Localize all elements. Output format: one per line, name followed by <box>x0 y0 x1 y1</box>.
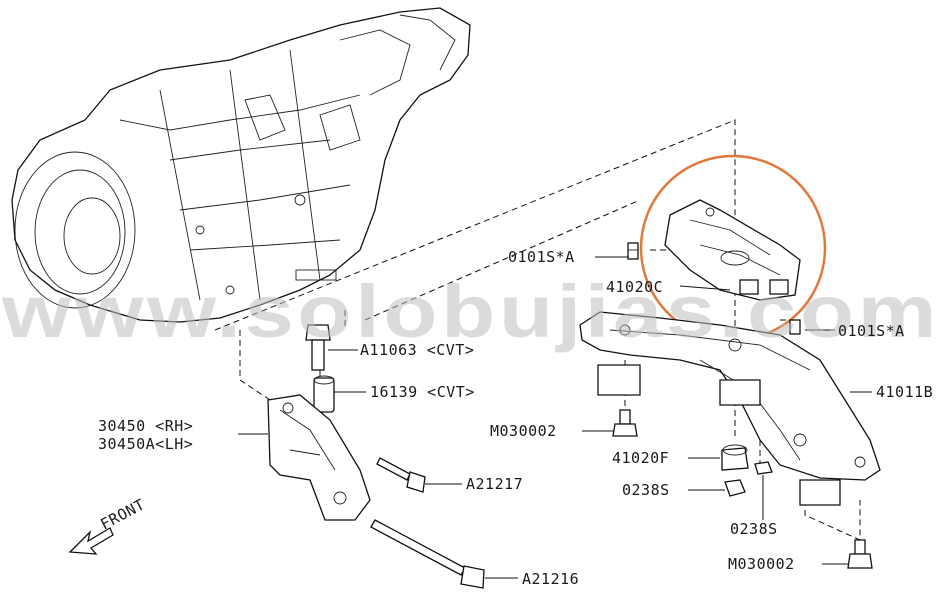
label-bracket-lh: 30450A<LH> <box>98 435 193 453</box>
label-spacer-cvt: 16139 <CVT> <box>370 383 475 401</box>
mount-bolt-left <box>627 242 639 260</box>
bolt-a21216 <box>370 519 485 589</box>
stopper-41020f <box>721 444 749 471</box>
label-bolt-m030002-left: M030002 <box>490 422 557 440</box>
transmission <box>11 7 471 323</box>
front-arrow-icon <box>68 527 114 555</box>
bolt-a11063 <box>305 324 331 371</box>
bracket-30450 <box>267 394 371 521</box>
nut-0238s-right <box>754 461 773 475</box>
mount-bolt-right <box>789 319 801 335</box>
label-stopper: 41020F <box>612 449 669 467</box>
spacer-16139 <box>313 375 335 413</box>
label-front: FRONT <box>97 495 148 533</box>
label-bracket-rh: 30450 <RH> <box>98 417 193 435</box>
bolt-m030002-left <box>612 409 638 437</box>
label-mount-bolt-a: 0101S*A <box>508 248 575 266</box>
bolt-m030002-right <box>847 539 873 569</box>
nut-0238s-left <box>724 479 746 497</box>
label-bolt-a21217: A21217 <box>466 475 523 493</box>
crossmember <box>579 311 881 506</box>
mount-insulator <box>664 199 801 301</box>
label-mount-insulator: 41020C <box>606 278 663 296</box>
label-crossmember-bolt-a: 0101S*A <box>838 322 905 340</box>
label-nut-0238s-right: 0238S <box>730 520 778 538</box>
label-bolt-a21216: A21216 <box>522 570 579 588</box>
label-bolt-m030002-right: M030002 <box>728 555 795 573</box>
label-nut-0238s-left: 0238S <box>622 481 670 499</box>
watermark: www.solobujias.com <box>1 270 940 353</box>
label-crossmember: 41011B <box>876 383 933 401</box>
leader-lines <box>238 256 872 579</box>
bolt-a21217 <box>376 457 426 493</box>
label-bolt-cvt: A11063 <CVT> <box>360 341 474 359</box>
